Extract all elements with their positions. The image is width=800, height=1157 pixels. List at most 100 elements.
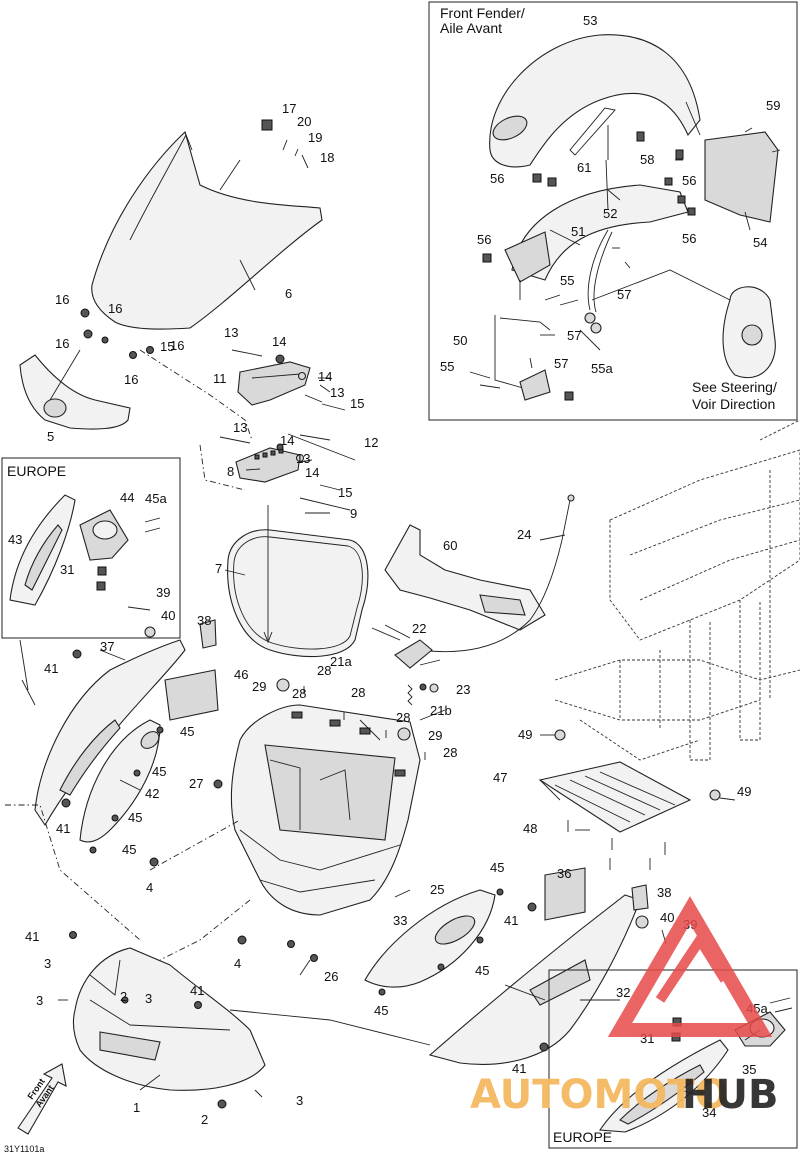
callout: 15 [338, 485, 352, 500]
callout: 55 [560, 273, 574, 288]
callout: 3 [296, 1093, 303, 1108]
callout: 16 [55, 336, 69, 351]
lower-bracket-part [235, 447, 301, 483]
callout: 54 [753, 235, 767, 250]
callout: 56 [490, 171, 504, 186]
callout: 16 [124, 372, 138, 387]
callout: 49 [737, 784, 751, 799]
leader-lines [49, 101, 761, 1096]
callout: 57 [567, 328, 581, 343]
callout: 25 [430, 882, 444, 897]
windshield-part [91, 130, 323, 330]
skid-plate-part [538, 761, 692, 833]
callout: 8 [227, 464, 234, 479]
callout: 38 [657, 885, 671, 900]
callout: 22 [412, 621, 426, 636]
callout: 29 [252, 679, 266, 694]
callout: 45 [180, 724, 194, 739]
callout: 43 [8, 532, 22, 547]
callout: 12 [364, 435, 378, 450]
callout: 41 [512, 1061, 526, 1076]
callout: 15 [350, 396, 364, 411]
callout: 3 [145, 991, 152, 1006]
callout: 53 [583, 13, 597, 28]
callout: 3 [36, 993, 43, 1008]
callout: 13 [224, 325, 238, 340]
front-fender-inset: Front Fender/ Aile Avant [428, 1, 798, 421]
watermark-hub-text: HUB [682, 1072, 778, 1118]
callout: 49 [518, 727, 532, 742]
callout: 21a [330, 654, 352, 669]
front-fender-title-line2: Aile Avant [440, 20, 502, 36]
callout: 17 [282, 101, 296, 116]
callout: 2 [120, 989, 127, 1004]
callout: 44 [120, 490, 134, 505]
callout: 21b [430, 703, 452, 718]
callout: 5 [47, 429, 54, 444]
callout: 28 [292, 686, 306, 701]
callout: 45 [122, 842, 136, 857]
callout: 14 [305, 465, 319, 480]
callout: 55a [591, 361, 613, 376]
callout: 47 [493, 770, 507, 785]
callout: 28 [317, 663, 331, 678]
callout: 20 [297, 114, 311, 129]
steering-ref-line1: See Steering/ [692, 379, 777, 395]
watermark-logo [607, 896, 773, 1037]
callout: 52 [603, 206, 617, 221]
callout: 28 [351, 685, 365, 700]
callout: 28 [443, 745, 457, 760]
callout: 35 [742, 1062, 756, 1077]
callout-labels: 1 2 2 3 3 3 3 4 4 5 6 7 8 9 11 12 13 13 … [8, 13, 780, 1127]
callout: 45 [152, 764, 166, 779]
seal-ring-part [227, 529, 369, 658]
callout: 34 [702, 1105, 716, 1120]
europe-inset-left: EUROPE [1, 457, 181, 639]
europe-left-label: EUROPE [7, 463, 66, 479]
callout: 41 [25, 929, 39, 944]
callout: 9 [350, 506, 357, 521]
callout: 38 [197, 613, 211, 628]
callout: 41 [504, 913, 518, 928]
callout: 4 [146, 880, 153, 895]
callout: 48 [523, 821, 537, 836]
callout: 13 [233, 420, 247, 435]
callout: 31 [60, 562, 74, 577]
callout: 41 [190, 983, 204, 998]
callout: 46 [234, 667, 248, 682]
callout: 3 [44, 956, 51, 971]
callout: 42 [145, 786, 159, 801]
callout: 27 [189, 776, 203, 791]
callout: 28 [396, 710, 410, 725]
callout: 7 [215, 561, 222, 576]
europe-right-label: EUROPE [553, 1129, 612, 1145]
callout: 33 [393, 913, 407, 928]
callout: 40 [161, 608, 175, 623]
callout: 2 [201, 1112, 208, 1127]
callout: 57 [617, 287, 631, 302]
callout: 51 [571, 224, 585, 239]
callout: 24 [517, 527, 531, 542]
left-lower-panel-part [79, 719, 161, 843]
callout: 45 [374, 1003, 388, 1018]
diagram-id: 31Y1101a [4, 1144, 44, 1154]
callout: 61 [577, 160, 591, 175]
callout: 16 [55, 292, 69, 307]
callout: 32 [616, 985, 630, 1000]
steering-ref-line2: Voir Direction [692, 396, 775, 412]
callout: 56 [682, 231, 696, 246]
callout: 59 [766, 98, 780, 113]
callout: 55 [440, 359, 454, 374]
callout: 45 [128, 810, 142, 825]
upper-bracket-part [237, 361, 311, 406]
right-reflector-part [544, 867, 586, 921]
watermark-auto-text: AUTOMOTO [470, 1072, 729, 1118]
front-fender-part [489, 34, 701, 168]
callout: 19 [308, 130, 322, 145]
callout: 1 [133, 1100, 140, 1115]
callout: 16 [108, 301, 122, 316]
right-side-panel-part [428, 894, 641, 1065]
callout: 11 [213, 371, 227, 386]
callout: 14 [280, 433, 294, 448]
